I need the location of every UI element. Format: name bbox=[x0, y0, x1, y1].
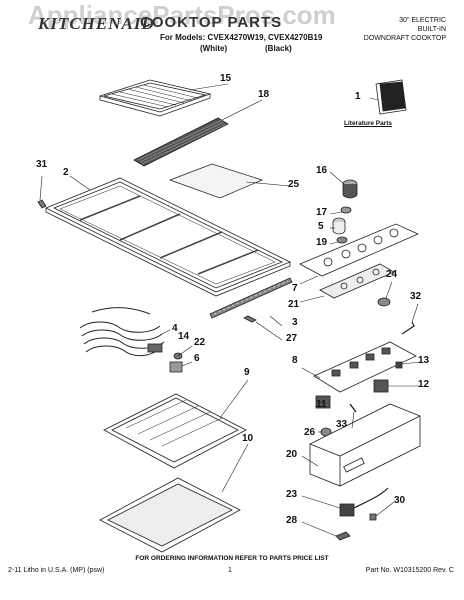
callout-31: 31 bbox=[36, 159, 48, 170]
relay-12-part bbox=[373, 379, 389, 393]
product-type-line2: BUILT-IN bbox=[417, 26, 446, 33]
callout-24: 24 bbox=[386, 269, 398, 280]
callout-15: 15 bbox=[220, 73, 232, 84]
callout-3: 3 bbox=[292, 317, 298, 328]
screw-27-part bbox=[243, 315, 257, 323]
heating-element-part bbox=[79, 307, 165, 357]
callout-33: 33 bbox=[336, 419, 348, 430]
literature-booklet-part bbox=[375, 79, 407, 115]
callout-16: 16 bbox=[316, 165, 328, 176]
clip-28-part bbox=[335, 531, 351, 541]
footer-litho: 2-11 Litho in U.S.A. (MP) (psw) bbox=[8, 567, 105, 574]
callout-2: 2 bbox=[63, 167, 69, 178]
callout-10: 10 bbox=[242, 433, 254, 444]
callout-27: 27 bbox=[286, 333, 298, 344]
grill-grate-part bbox=[98, 79, 212, 117]
screw-31-part bbox=[37, 199, 47, 209]
callout-25: 25 bbox=[288, 179, 300, 190]
callout-22: 22 bbox=[194, 337, 206, 348]
callout-28: 28 bbox=[286, 515, 298, 526]
ordering-note: FOR ORDERING INFORMATION REFER TO PARTS … bbox=[135, 555, 329, 562]
control-knobs-part bbox=[332, 179, 358, 244]
cooktop-frame-part bbox=[45, 177, 291, 297]
callout-9: 9 bbox=[244, 367, 250, 378]
leader-lines bbox=[39, 83, 421, 537]
callout-20: 20 bbox=[286, 449, 298, 460]
relay-11-part bbox=[315, 395, 331, 409]
housing-box-part bbox=[309, 403, 421, 487]
bracket-21-part bbox=[319, 263, 395, 299]
callout-11: 11 bbox=[316, 399, 327, 410]
callout-17: 17 bbox=[316, 207, 328, 218]
screw-30-part bbox=[369, 513, 377, 521]
callout-5: 5 bbox=[318, 221, 324, 232]
callout-6: 6 bbox=[194, 353, 200, 364]
callout-7: 7 bbox=[292, 283, 298, 294]
harness-23-part bbox=[339, 487, 389, 517]
switch-board-part bbox=[313, 341, 417, 393]
grease-tray-part bbox=[103, 393, 247, 469]
product-type-line1: 30" ELECTRIC bbox=[399, 17, 446, 24]
callout-23: 23 bbox=[286, 489, 298, 500]
block-6-part bbox=[169, 361, 183, 373]
callout-14: 14 bbox=[178, 331, 190, 342]
drip-pan-part bbox=[99, 477, 241, 553]
callout-30: 30 bbox=[394, 495, 406, 506]
part-number: Part No. W10315200 Rev. C bbox=[365, 567, 454, 574]
glass-panel-part bbox=[168, 163, 264, 199]
knob-base-24-part bbox=[377, 297, 391, 307]
callout-19: 19 bbox=[316, 237, 328, 248]
callout-12: 12 bbox=[418, 379, 430, 390]
callout-13: 13 bbox=[418, 355, 430, 366]
callout-18: 18 bbox=[258, 89, 270, 100]
connector-13-part bbox=[395, 361, 403, 369]
brand-logo: KITCHENAID bbox=[38, 14, 155, 33]
callout-32: 32 bbox=[410, 291, 422, 302]
variant-black: (Black) bbox=[265, 44, 292, 53]
literature-label: Literature Parts bbox=[344, 120, 393, 127]
screw-33-part bbox=[349, 403, 357, 413]
variant-white: (White) bbox=[200, 44, 228, 53]
filter-grid-part bbox=[133, 117, 229, 167]
callout-4: 4 bbox=[172, 323, 178, 334]
callout-26: 26 bbox=[304, 427, 316, 438]
model-list: For Models: CVEX4270W19, CVEX4270B19 bbox=[160, 33, 323, 42]
callout-8: 8 bbox=[292, 355, 298, 366]
callout-21: 21 bbox=[288, 299, 300, 310]
terminal-14-part bbox=[147, 343, 163, 353]
product-type-line3: DOWNDRAFT COOKTOP bbox=[363, 35, 446, 42]
trim-strip-part bbox=[209, 277, 293, 319]
wire-32-part bbox=[401, 321, 415, 335]
page-title: COOKTOP PARTS bbox=[140, 14, 283, 31]
watermark: AppliancePartsPros.com bbox=[28, 0, 336, 30]
page-number: 1 bbox=[228, 567, 232, 574]
callout-1: 1 bbox=[355, 91, 361, 102]
control-panel-part bbox=[299, 223, 419, 277]
